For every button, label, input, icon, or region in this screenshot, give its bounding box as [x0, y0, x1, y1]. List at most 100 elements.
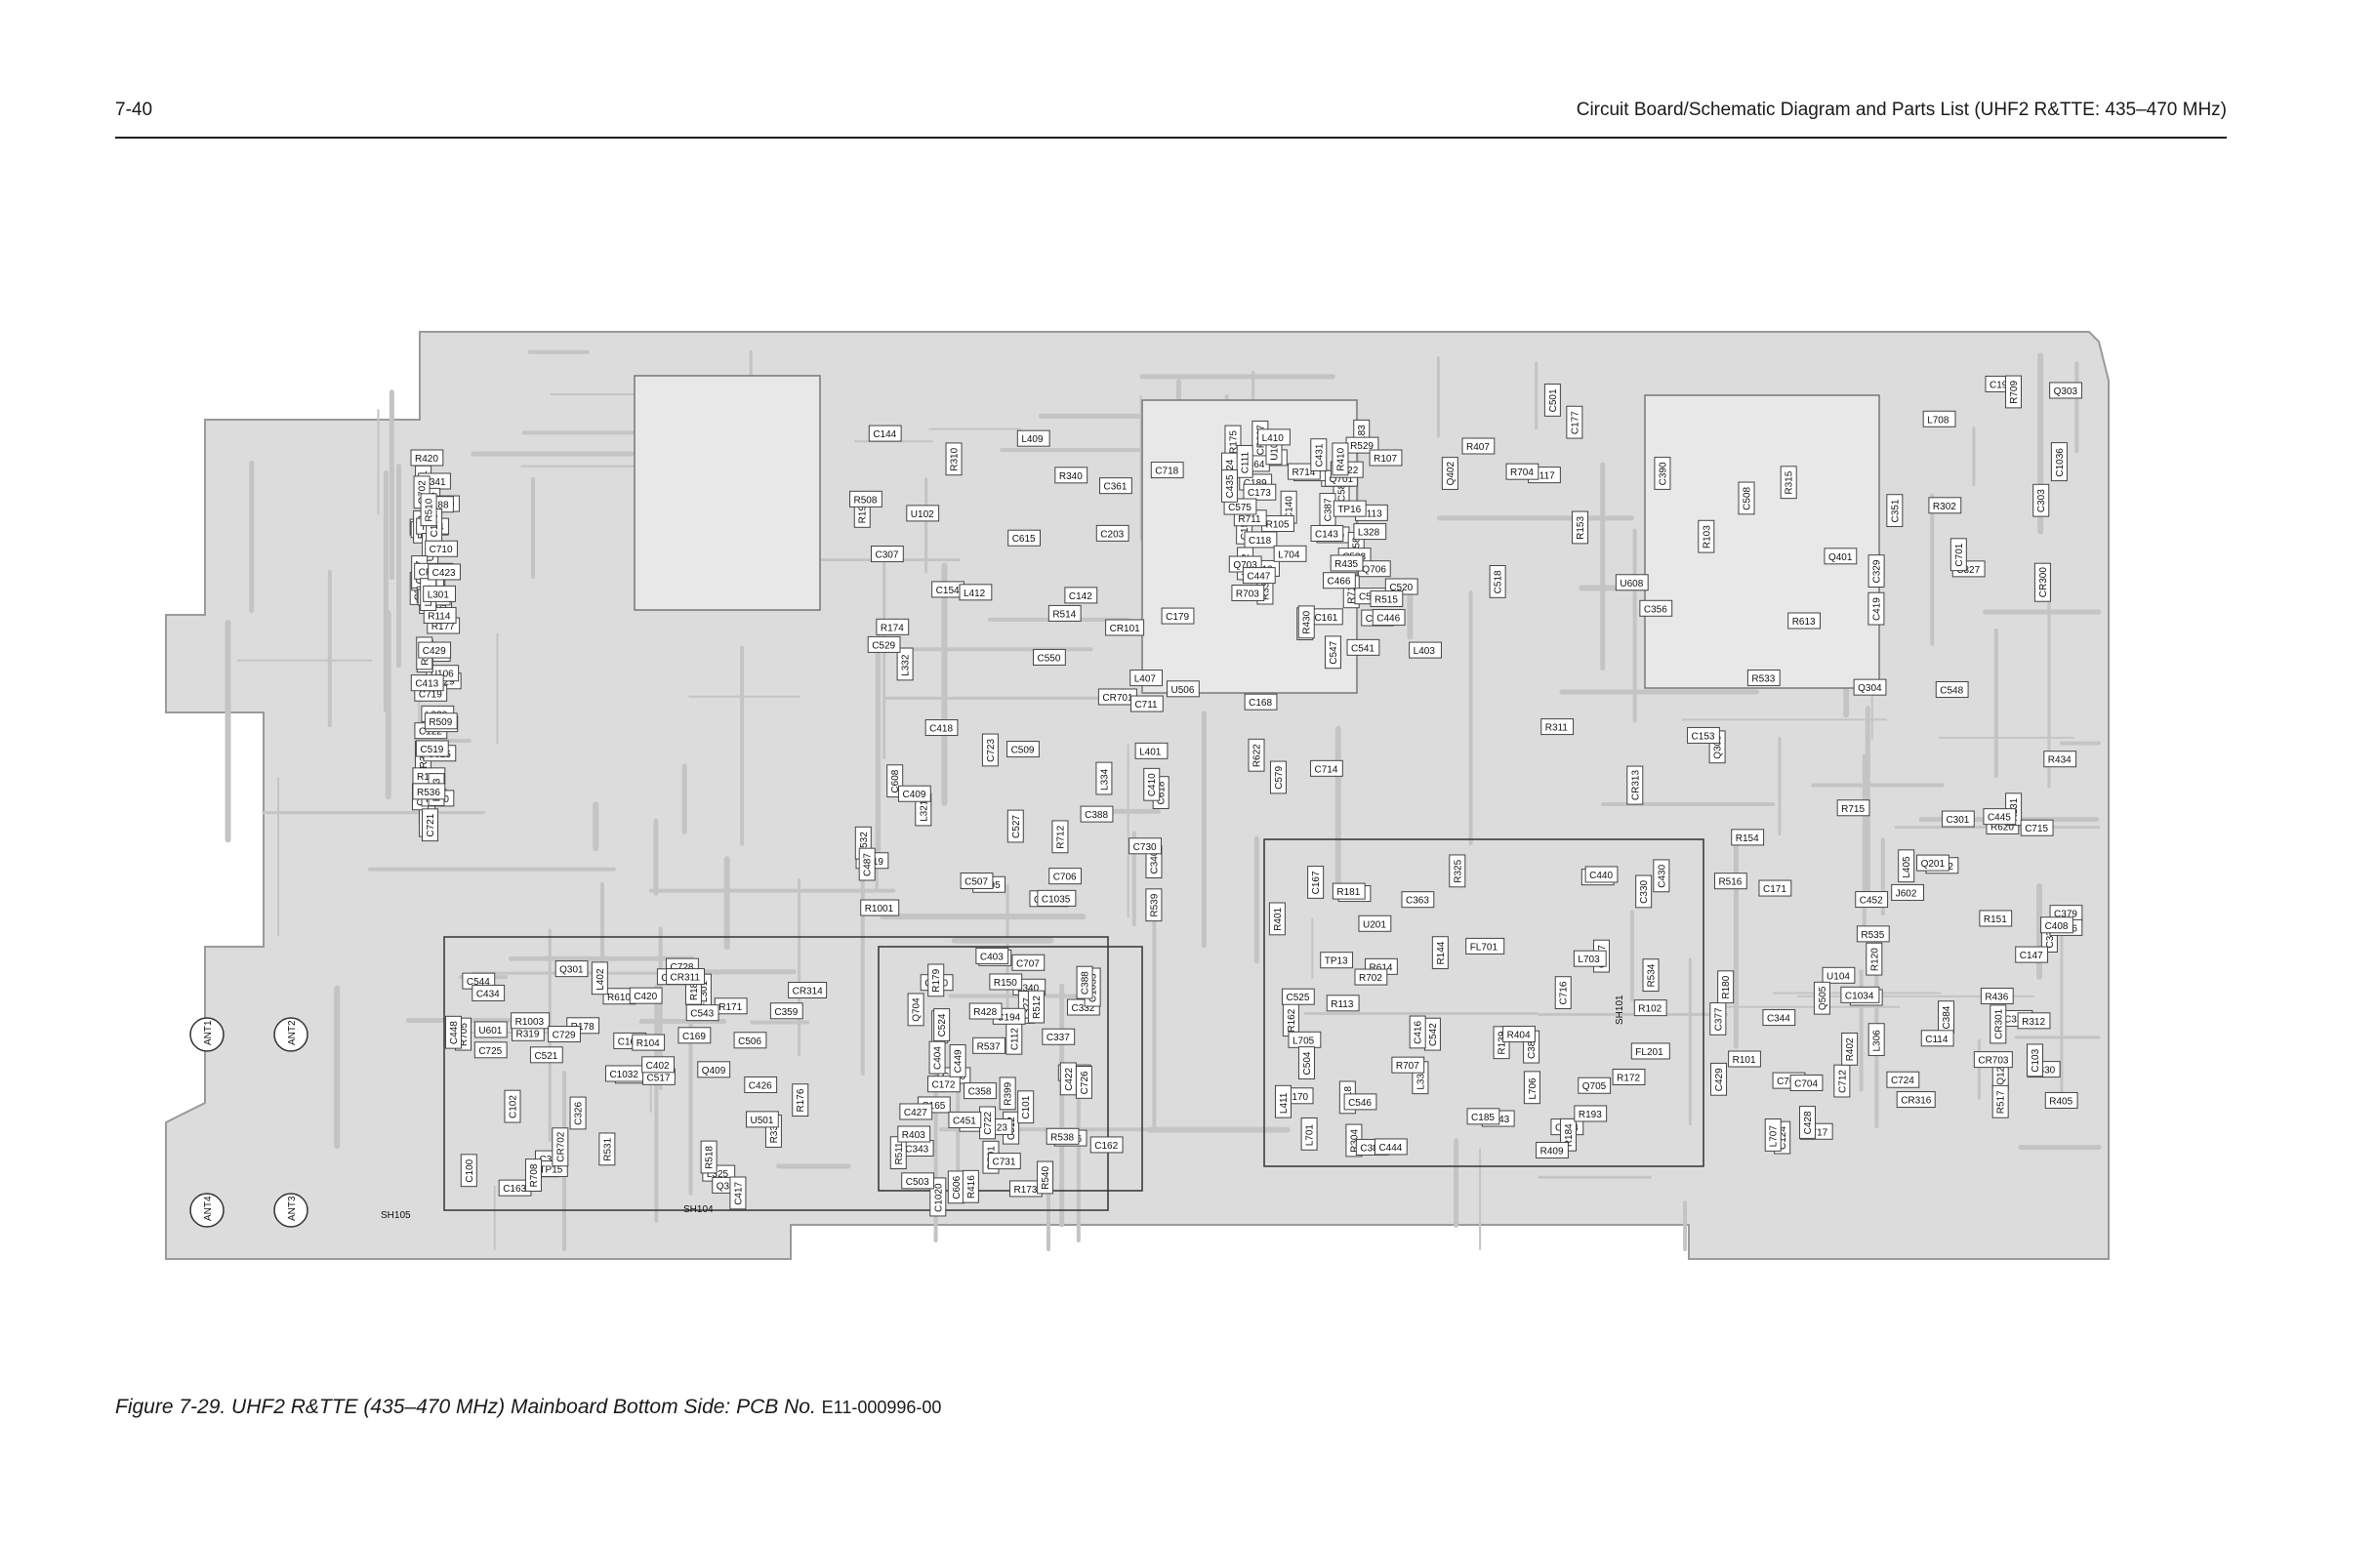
component-c715: C715 [2020, 819, 2054, 836]
component-c402: C402 [641, 1056, 675, 1074]
component-label: L703 [1578, 955, 1600, 965]
component-label: C506 [738, 1036, 761, 1047]
component-r709: R709 [2005, 375, 2023, 409]
component-label: R529 [1350, 441, 1374, 452]
component-c730: C730 [1128, 837, 1162, 855]
component-r434: R434 [2043, 751, 2077, 768]
component-label: C719 [419, 689, 442, 700]
component-c351: C351 [1886, 494, 1904, 528]
component-label: R181 [1336, 887, 1360, 898]
component-c506: C506 [733, 1032, 767, 1049]
component-c542: C542 [1423, 1017, 1441, 1051]
component-r538: R538 [1046, 1127, 1080, 1145]
component-label: L706 [1528, 1077, 1539, 1100]
component-c508: C508 [1738, 481, 1755, 515]
component-label: R715 [1841, 804, 1865, 815]
component-c172: C172 [926, 1076, 961, 1093]
component-r704: R704 [1505, 463, 1539, 480]
component-label: R174 [881, 623, 904, 633]
component-r405: R405 [2044, 1091, 2078, 1109]
component-c725: C725 [473, 1041, 508, 1059]
component-r535: R535 [1856, 925, 1890, 943]
component-label: R325 [1453, 859, 1463, 882]
component-label: Q706 [1362, 565, 1386, 576]
component-label: R193 [1579, 1110, 1602, 1120]
component-c410: C410 [1143, 767, 1161, 801]
component-c161: C161 [1309, 608, 1343, 626]
component-label: C402 [646, 1061, 670, 1072]
component-label: C728 [671, 962, 694, 973]
component-label: Q705 [1582, 1081, 1607, 1092]
component-label: C124 [1778, 1126, 1788, 1150]
component-cr300: CR300 [2033, 562, 2051, 602]
component-q304: Q304 [1853, 678, 1887, 696]
component-u601: U601 [473, 1021, 508, 1038]
component-r113: R113 [1326, 995, 1360, 1012]
component-label: C326 [574, 1102, 585, 1125]
component-label: C340 [1149, 850, 1160, 874]
component-label: C507 [964, 877, 988, 888]
component-r533: R533 [1746, 670, 1781, 687]
component-c1034: C1034 [1840, 986, 1880, 1003]
component-label: R113 [1331, 999, 1354, 1010]
component-c428: C428 [1799, 1106, 1816, 1139]
component-q409: Q409 [697, 1061, 731, 1078]
component-c153: C153 [1687, 726, 1720, 744]
component-label: C717 [1804, 1127, 1827, 1138]
component-label: Q121 [1996, 1061, 2007, 1085]
component-label: U506 [1171, 685, 1195, 696]
component-c167: C167 [1307, 866, 1325, 899]
component-l405: L405 [1898, 849, 1915, 883]
component-label: C351 [1890, 499, 1901, 522]
component-label: C417 [733, 1181, 744, 1204]
component-label: C171 [1763, 884, 1786, 895]
component-c509: C509 [1006, 741, 1040, 758]
component-c546: C546 [1343, 1093, 1377, 1111]
component-r407: R407 [1461, 437, 1496, 455]
component-c363: C363 [1401, 891, 1435, 909]
component-q303: Q303 [2049, 382, 2082, 399]
component-label: L402 [595, 968, 606, 991]
figure-caption: Figure 7-29. UHF2 R&TTE (435–470 MHz) Ma… [115, 1396, 941, 1419]
component-c704: C704 [1789, 1074, 1824, 1091]
component-r403: R403 [897, 1125, 931, 1143]
component-label: C712 [1837, 1070, 1848, 1093]
component-c527: C527 [1006, 809, 1024, 843]
component-label: R312 [2022, 1017, 2045, 1028]
component-c701: C701 [1949, 538, 1967, 572]
component-label: C429 [423, 646, 446, 657]
component-label: C579 [1274, 766, 1285, 790]
component-label: C157 [1240, 516, 1251, 540]
component-c541: C541 [1346, 638, 1380, 656]
caption-text: Figure 7-29. UHF2 R&TTE (435–470 MHz) Ma… [115, 1396, 816, 1418]
component-c169: C169 [677, 1027, 712, 1044]
component-label: C384 [1942, 1005, 1952, 1029]
component-l412: L412 [959, 584, 993, 601]
component-c102: C102 [504, 1089, 521, 1123]
component-label: R139 [1498, 1031, 1508, 1054]
component-label: C303 [2036, 489, 2047, 512]
component-label: TP16 [1337, 505, 1361, 515]
component-label: C161 [1314, 613, 1337, 624]
component-label: C707 [1016, 958, 1040, 969]
component-l334: L334 [1095, 761, 1113, 795]
component-label: C114 [1925, 1035, 1949, 1045]
component-label: R302 [1933, 502, 1956, 512]
component-label: C525 [1286, 993, 1309, 1003]
component-label: C112 [1009, 1028, 1020, 1051]
component-c448: C448 [444, 1015, 462, 1049]
component-c710: C710 [425, 540, 458, 557]
component-label: C409 [902, 790, 925, 800]
component-label: C550 [1038, 653, 1061, 664]
component-label: R340 [1059, 471, 1083, 482]
component-label: C448 [449, 1021, 460, 1044]
component-label: R151 [1984, 914, 2007, 925]
shield-outline [1263, 838, 1704, 1167]
component-label: R516 [1718, 877, 1742, 888]
component-label: FL301 [699, 980, 710, 1008]
component-label: C327 [1956, 565, 1980, 576]
component-c707: C707 [1011, 954, 1046, 971]
component-label: CR701 [1102, 693, 1133, 704]
antenna-pad-ant1: ANT1 [189, 1017, 225, 1052]
